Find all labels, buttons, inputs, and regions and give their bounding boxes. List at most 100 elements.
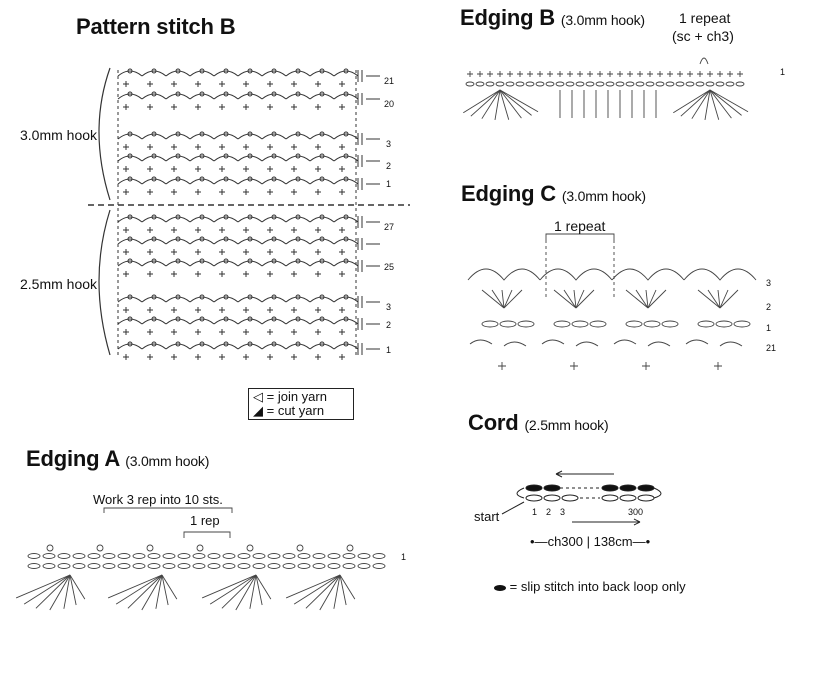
arch-stitch <box>165 155 191 162</box>
arch-stitch <box>189 318 215 325</box>
sc-stitch <box>498 362 506 370</box>
arch-stitch <box>117 178 143 185</box>
sc-stitch <box>147 166 153 172</box>
chain-stitch <box>555 81 565 87</box>
sc-stitch <box>219 144 225 150</box>
sc-stitch <box>291 104 297 110</box>
arch-stitch <box>141 318 167 325</box>
turning-chain <box>357 93 363 105</box>
sc-stitch <box>123 271 129 277</box>
picot-stitch <box>223 341 229 347</box>
picot-stitch <box>175 91 181 97</box>
picot-stitch <box>295 294 301 300</box>
arch-stitch <box>213 70 239 77</box>
picot-stitch <box>247 176 253 182</box>
dc-stitch <box>35 574 71 609</box>
chain-stitch <box>192 563 206 569</box>
turning-chain <box>357 318 363 330</box>
picot-stitch <box>223 131 229 137</box>
arch-stitch <box>261 93 287 100</box>
dc-stitch <box>319 574 341 611</box>
picot-stitch <box>127 236 133 242</box>
arch-stitch <box>261 343 287 350</box>
sc-stitch <box>171 271 177 277</box>
picot-stitch <box>223 68 229 74</box>
picot-stitch <box>223 294 229 300</box>
arch-stitch <box>285 155 311 162</box>
chain-stitch <box>222 563 236 569</box>
repeat-guide <box>545 240 615 300</box>
arch-stitch <box>141 133 167 140</box>
arch-stitch <box>285 133 311 140</box>
dc-stitch <box>647 289 667 309</box>
dc-stitch <box>503 289 513 309</box>
chain-stitch <box>312 563 326 569</box>
sc-stitch <box>123 227 129 233</box>
sc-stitch <box>617 71 623 77</box>
chain-stitch <box>625 320 643 328</box>
chain-stitch <box>705 81 715 87</box>
sc-stitch <box>243 227 249 233</box>
chain-stitch <box>695 81 705 87</box>
chain-stitch <box>553 320 571 328</box>
chain-stitch <box>327 553 341 559</box>
arch-stitch <box>189 260 215 267</box>
arch-stitch <box>237 216 263 223</box>
sc-stitch <box>339 104 345 110</box>
picot-stitch <box>175 316 181 322</box>
sc-stitch <box>147 81 153 87</box>
arch-stitch <box>165 216 191 223</box>
dc-stitch <box>673 89 711 114</box>
chain-stitch <box>147 563 161 569</box>
chain-stitch <box>237 563 251 569</box>
chain-stitch <box>495 81 505 87</box>
sc-stitch <box>315 354 321 360</box>
row-number: 1 <box>780 67 786 77</box>
sc-stitch <box>219 329 225 335</box>
dc-stitch <box>680 89 711 117</box>
sc-stitch <box>147 227 153 233</box>
sc-stitch <box>219 166 225 172</box>
sc-stitch <box>219 81 225 87</box>
cord-chain: •—ch300 | 138cm—• <box>530 534 651 549</box>
sc-stitch <box>147 271 153 277</box>
slip-stitch <box>637 484 655 492</box>
chain-stitch <box>42 563 56 569</box>
chain-stitch <box>725 81 735 87</box>
dc-stitch <box>709 89 732 119</box>
chain-stitch <box>543 494 561 502</box>
slip-stitch <box>619 484 637 492</box>
sc-stitch <box>527 71 533 77</box>
sc-stitch <box>243 104 249 110</box>
picot-stitch <box>247 214 253 220</box>
pattern-b-title: Pattern stitch B <box>76 14 236 39</box>
chain-stitch <box>357 563 371 569</box>
picot-stitch <box>319 214 325 220</box>
picot-stitch <box>127 153 133 159</box>
picot-stitch <box>127 68 133 74</box>
picot-stitch <box>223 214 229 220</box>
chain-stitch <box>312 553 326 559</box>
sc-stitch <box>171 307 177 313</box>
dc-stitch <box>209 574 257 605</box>
sc-stitch <box>339 354 345 360</box>
arch-stitch <box>285 318 311 325</box>
sc-stitch <box>123 249 129 255</box>
picot-stitch <box>343 236 349 242</box>
picot-stitch <box>175 258 181 264</box>
sc-stitch <box>171 166 177 172</box>
arch-stitch <box>189 296 215 303</box>
row-number: 1 <box>386 179 392 189</box>
arch-stitch <box>213 260 239 267</box>
edging-c-hook: (3.0mm hook) <box>561 188 646 204</box>
picot-stitch <box>151 236 157 242</box>
chain-stitch <box>27 563 41 569</box>
picot-stitch <box>96 544 104 552</box>
sc-stitch <box>707 71 713 77</box>
picot-stitch <box>199 91 205 97</box>
picot-stitch <box>127 131 133 137</box>
sc-stitch <box>647 71 653 77</box>
sc-stitch <box>267 307 273 313</box>
sc-stitch <box>195 354 201 360</box>
picot-stitch <box>175 341 181 347</box>
